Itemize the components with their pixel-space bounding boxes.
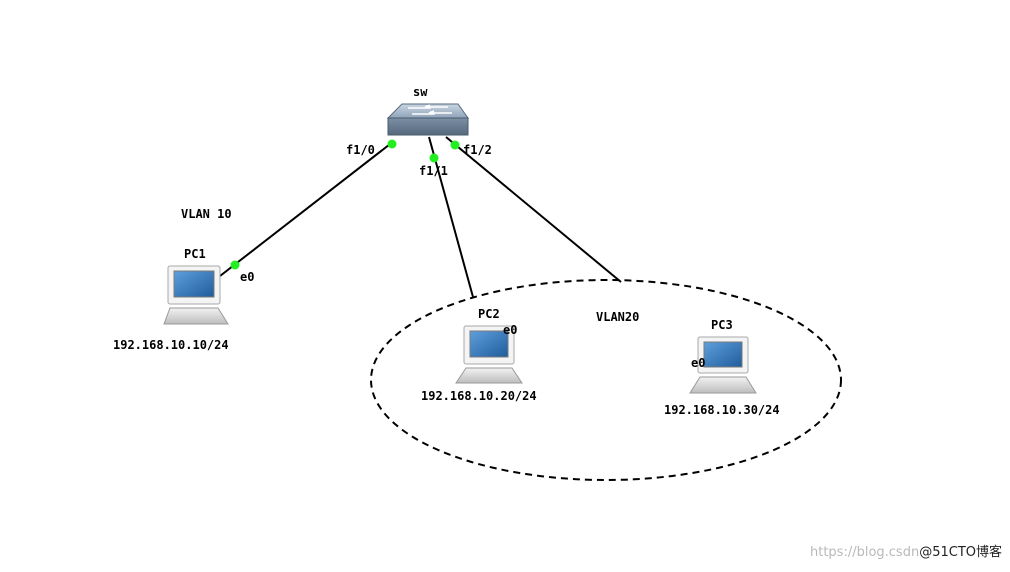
- port-label-f1-1: f1/1: [419, 164, 448, 178]
- pc3-iface: e0: [691, 356, 705, 370]
- switch-icon[interactable]: [386, 103, 469, 136]
- pc1-name: PC1: [184, 247, 206, 261]
- pc3-computer-icon[interactable]: [689, 336, 757, 394]
- link-sw-pc1: [219, 140, 395, 277]
- link-sw-vlan20: [445, 136, 622, 283]
- pc3-name: PC3: [711, 318, 733, 332]
- watermark-brand: @51CTO博客: [919, 545, 1002, 560]
- vlan20-region: [370, 279, 842, 481]
- link-sw-pc2: [428, 136, 474, 298]
- pc2-ip: 192.168.10.20/24: [421, 389, 537, 403]
- port-indicators: [230, 139, 460, 270]
- pc1-ip: 192.168.10.10/24: [113, 338, 229, 352]
- port-up-dot-f1-2: [450, 140, 460, 150]
- port-up-dot-pc1-e0: [230, 260, 240, 270]
- links: [219, 136, 622, 298]
- pc2-computer-icon[interactable]: [455, 325, 523, 384]
- vlan20-label: VLAN20: [596, 310, 639, 324]
- switch-name: sw: [413, 85, 428, 99]
- vlan10-label: VLAN 10: [181, 207, 232, 221]
- pc3-ip: 192.168.10.30/24: [664, 403, 780, 417]
- port-up-dot-f1-0: [387, 139, 397, 149]
- port-label-f1-2: f1/2: [463, 143, 492, 157]
- pc1-iface: e0: [240, 270, 254, 284]
- watermark: https://blog.csdn@51CTO博客: [810, 541, 1002, 560]
- pc2-iface: e0: [503, 323, 517, 337]
- port-label-f1-0: f1/0: [346, 143, 375, 157]
- pc1-computer-icon[interactable]: [163, 265, 229, 325]
- port-up-dot-f1-1: [429, 153, 439, 163]
- pc2-name: PC2: [478, 307, 500, 321]
- watermark-url: https://blog.csdn: [809, 545, 920, 560]
